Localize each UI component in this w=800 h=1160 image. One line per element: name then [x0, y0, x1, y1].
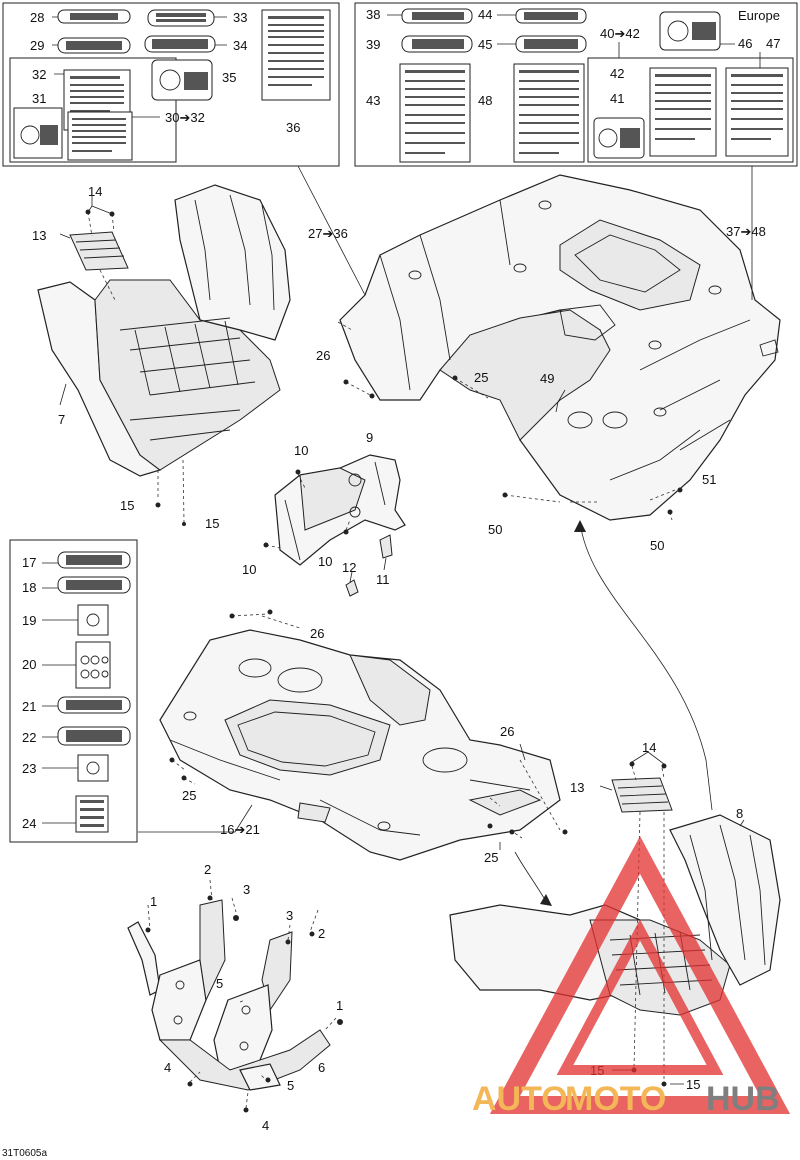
callout-26-rear: 26: [316, 348, 330, 363]
callout-8: 8: [736, 806, 743, 821]
callout-26-front-a: 26: [310, 626, 324, 641]
callout-7: 7: [58, 412, 65, 427]
callout-17: 17: [22, 555, 36, 570]
region-label: Europe: [738, 8, 780, 23]
callout-10-c: 10: [318, 554, 332, 569]
callout-10-b: 10: [242, 562, 256, 577]
callout-6: 6: [318, 1060, 325, 1075]
callout-5-b: 5: [287, 1078, 294, 1093]
callout-32: 32: [32, 67, 46, 82]
bumper-assembly: [127, 899, 331, 1091]
callout-51: 51: [702, 472, 716, 487]
callout-30-32: 30➔32: [165, 110, 205, 125]
callout-21: 21: [22, 699, 36, 714]
callout-43: 43: [366, 93, 380, 108]
callout-28: 28: [30, 10, 44, 25]
callout-4-a: 4: [164, 1060, 171, 1075]
bracket-part-9: [274, 454, 406, 566]
callout-46: 46: [738, 36, 752, 51]
callout-44: 44: [478, 7, 492, 22]
callout-1-b: 1: [336, 998, 343, 1013]
callout-37-48: 37➔48: [726, 224, 766, 239]
decal-panel-left: [2, 2, 340, 167]
callout-12: 12: [342, 560, 356, 575]
callout-19: 19: [22, 613, 36, 628]
callout-14-bottom: 14: [642, 740, 656, 755]
callout-29: 29: [30, 38, 44, 53]
callout-39: 39: [366, 37, 380, 52]
callout-23: 23: [22, 761, 36, 776]
callout-15-d: 15: [686, 1077, 700, 1092]
callout-2-b: 2: [318, 926, 325, 941]
callout-27-36: 27➔36: [308, 226, 348, 241]
callout-31: 31: [32, 91, 46, 106]
callout-33: 33: [233, 10, 247, 25]
callout-50-right: 50: [650, 538, 664, 553]
callout-38: 38: [366, 7, 380, 22]
callout-15-b: 15: [205, 516, 219, 531]
callout-24: 24: [22, 816, 36, 831]
callout-41: 41: [610, 91, 624, 106]
callout-11: 11: [376, 572, 390, 587]
footrest-13-top: [69, 231, 129, 271]
figure-code: 31T0605a: [2, 1148, 47, 1159]
callout-1-a: 1: [150, 894, 157, 909]
callout-49: 49: [540, 371, 554, 386]
callout-26-front-b: 26: [500, 724, 514, 739]
callout-25-front-a: 25: [182, 788, 196, 803]
callout-25-front-b: 25: [484, 850, 498, 865]
callout-20: 20: [22, 657, 36, 672]
callout-13-top: 13: [32, 228, 46, 243]
callout-36: 36: [286, 120, 300, 135]
callout-47: 47: [766, 36, 780, 51]
footrest-13-bottom: [611, 777, 673, 813]
front-fender-body: [159, 629, 561, 861]
callout-5-a: 5: [216, 976, 223, 991]
callout-48: 48: [478, 93, 492, 108]
callout-35: 35: [222, 70, 236, 85]
svg-text:HUB: HUB: [706, 1080, 780, 1118]
callout-34: 34: [233, 38, 247, 53]
callout-9: 9: [366, 430, 373, 445]
callout-3-a: 3: [243, 882, 250, 897]
decal-panel-front: [9, 539, 138, 843]
watermark-logo: AUTO MOTO HUB: [472, 836, 791, 1118]
callout-3-b: 3: [286, 908, 293, 923]
left-footwell-part-7: [37, 184, 291, 477]
callout-14-top: 14: [88, 184, 102, 199]
rear-fender-body: [339, 174, 781, 521]
svg-text:MOTO: MOTO: [565, 1080, 666, 1118]
callout-15-a: 15: [120, 498, 134, 513]
callout-40-42: 40➔42: [600, 26, 640, 41]
callout-16-21: 16➔21: [220, 822, 260, 837]
callout-42: 42: [610, 66, 624, 81]
callout-18: 18: [22, 580, 36, 595]
callout-13-bottom: 13: [570, 780, 584, 795]
callout-10-a: 10: [294, 443, 308, 458]
callout-2-a: 2: [204, 862, 211, 877]
callout-50-left: 50: [488, 522, 502, 537]
svg-text:AUTO: AUTO: [472, 1080, 568, 1118]
callout-45: 45: [478, 37, 492, 52]
callout-25-rear: 25: [474, 370, 488, 385]
callout-22: 22: [22, 730, 36, 745]
callout-4-b: 4: [262, 1118, 269, 1133]
decal-panel-right: [354, 2, 798, 167]
